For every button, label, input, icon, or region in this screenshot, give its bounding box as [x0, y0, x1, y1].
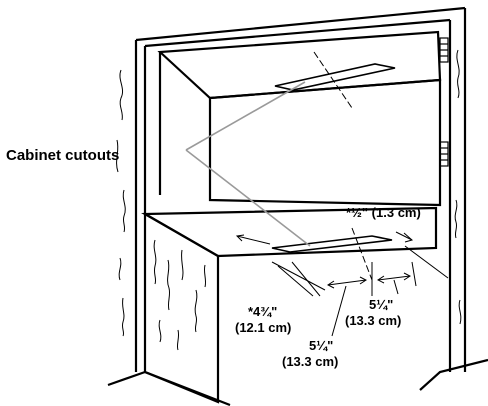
- hinge-icon: [439, 37, 449, 167]
- cabinet-cutouts-label: Cabinet cutouts: [6, 147, 119, 164]
- upper-cabinet: [157, 30, 442, 207]
- center-right-imperial-label: 5¼": [369, 297, 393, 312]
- wood-grain: [116, 49, 462, 351]
- labels: Cabinet cutouts *½" (1.3 cm) *4¾" (12.1 …: [6, 147, 421, 369]
- width-metric-label: (12.1 cm): [235, 320, 291, 335]
- width-imperial-label: *4¾": [248, 304, 277, 319]
- center-right-metric-label: (13.3 cm): [345, 313, 401, 328]
- lower-cutout: [271, 227, 393, 281]
- dimension-lines: [235, 231, 449, 337]
- center-left-imperial-label: 5¼": [309, 338, 333, 353]
- depth-offset-label: *½" (1.3 cm): [346, 205, 421, 220]
- center-left-metric-label: (13.3 cm): [282, 354, 338, 369]
- cabinet-frame: [107, 6, 488, 406]
- callout-leader: [185, 81, 311, 247]
- upper-cutout: [274, 51, 396, 109]
- lower-shelf: [141, 206, 438, 404]
